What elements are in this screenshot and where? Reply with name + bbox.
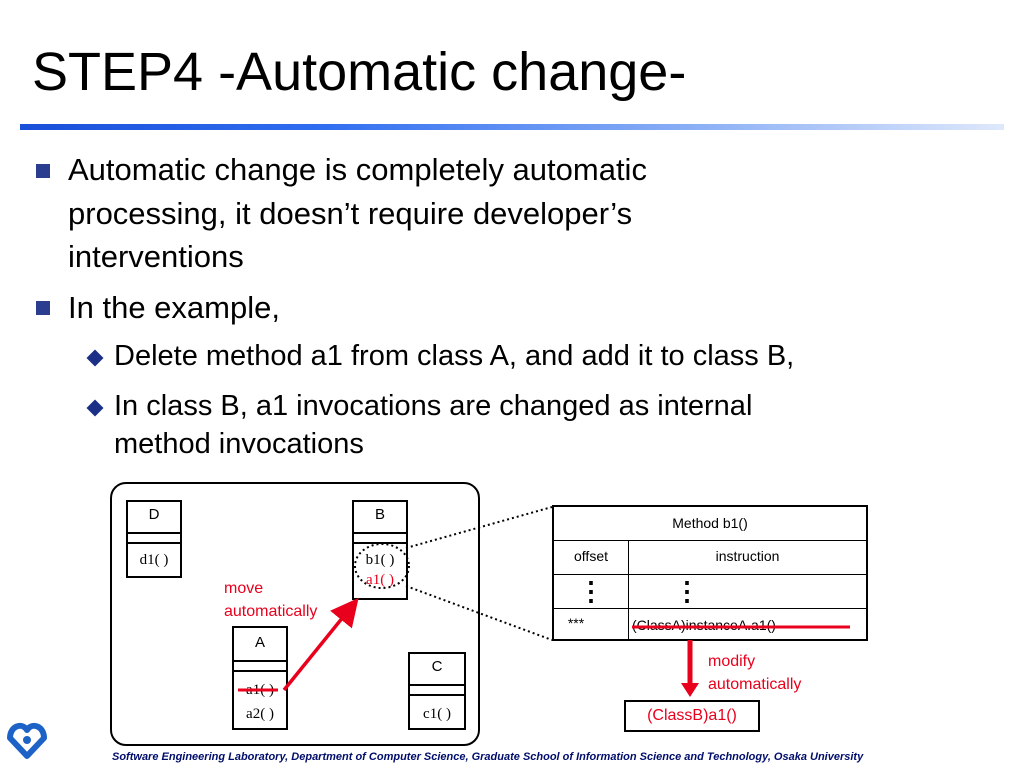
modify-note-line-1: modify xyxy=(708,653,756,670)
class-c-method-c1: c1( ) xyxy=(423,706,451,722)
highlight-ellipse xyxy=(354,543,410,589)
university-logo-icon xyxy=(7,722,47,759)
bullet-1-line-2: processing, it doesn’t require developer… xyxy=(68,196,633,231)
method-table: Method b1() offset instruction ⋮ ⋮ *** (… xyxy=(552,505,868,641)
class-divider xyxy=(410,694,464,696)
sub-bullet-2-line-1: In class B, a1 invocations are changed a… xyxy=(114,390,753,422)
class-divider xyxy=(128,532,180,534)
method-table-title: Method b1() xyxy=(672,515,748,531)
class-b-name: B xyxy=(374,506,385,523)
ellipsis-instruction: ⋮ xyxy=(674,576,700,606)
class-diagram-frame xyxy=(110,482,480,746)
class-a-box: A a1( ) a2( ) xyxy=(232,626,288,730)
class-divider xyxy=(234,660,286,662)
title-underline xyxy=(20,124,1004,130)
class-divider xyxy=(354,532,406,534)
row-instruction: (ClassA)instanceA.a1() xyxy=(632,617,776,633)
class-b-method-a1: a1( ) xyxy=(366,572,394,588)
class-a-name: A xyxy=(254,634,265,651)
class-d-box: D d1( ) xyxy=(126,500,182,578)
row-offset: *** xyxy=(567,615,585,631)
result-box: (ClassB)a1() xyxy=(624,700,760,732)
class-a-method-a2: a2( ) xyxy=(246,706,274,722)
callout-line-top xyxy=(405,506,553,549)
ellipsis-offset: ⋮ xyxy=(578,576,604,606)
table-rule xyxy=(554,574,866,575)
bullet-1-line-1: Automatic change is completely automatic xyxy=(68,152,647,187)
move-note-line-2: automatically xyxy=(224,603,318,620)
modify-note-line-2: automatically xyxy=(708,676,802,693)
bullet-square-icon xyxy=(36,164,50,178)
move-arrow xyxy=(282,597,359,692)
bullet-2-line-1: In the example, xyxy=(68,290,280,325)
header-offset: offset xyxy=(574,548,608,564)
class-divider xyxy=(354,542,406,544)
sub-bullet-2-line-2: method invocations xyxy=(114,428,364,460)
table-rule xyxy=(628,541,629,639)
move-note-line-1: move xyxy=(224,580,264,597)
class-c-name: C xyxy=(431,658,443,675)
class-c-box: C c1( ) xyxy=(408,652,466,730)
class-d-name: D xyxy=(148,506,160,523)
slide-title: STEP4 -Automatic change- xyxy=(32,42,687,102)
header-instruction: instruction xyxy=(715,548,780,564)
callout-line-bottom xyxy=(405,585,553,641)
modify-arrow-head xyxy=(681,683,699,697)
bullet-1-line-3: interventions xyxy=(68,239,244,274)
class-divider xyxy=(128,542,180,544)
footer: Software Engineering Laboratory, Departm… xyxy=(112,751,864,763)
table-rule xyxy=(554,540,866,541)
bullet-square-icon xyxy=(36,301,50,315)
class-divider xyxy=(410,684,464,686)
sub-bullet-1-line-1: Delete method a1 from class A, and add i… xyxy=(114,340,795,372)
class-divider xyxy=(234,670,286,672)
class-d-method-d1: d1( ) xyxy=(139,552,169,568)
table-rule xyxy=(554,608,866,609)
class-b-method-b1: b1( ) xyxy=(365,552,395,568)
